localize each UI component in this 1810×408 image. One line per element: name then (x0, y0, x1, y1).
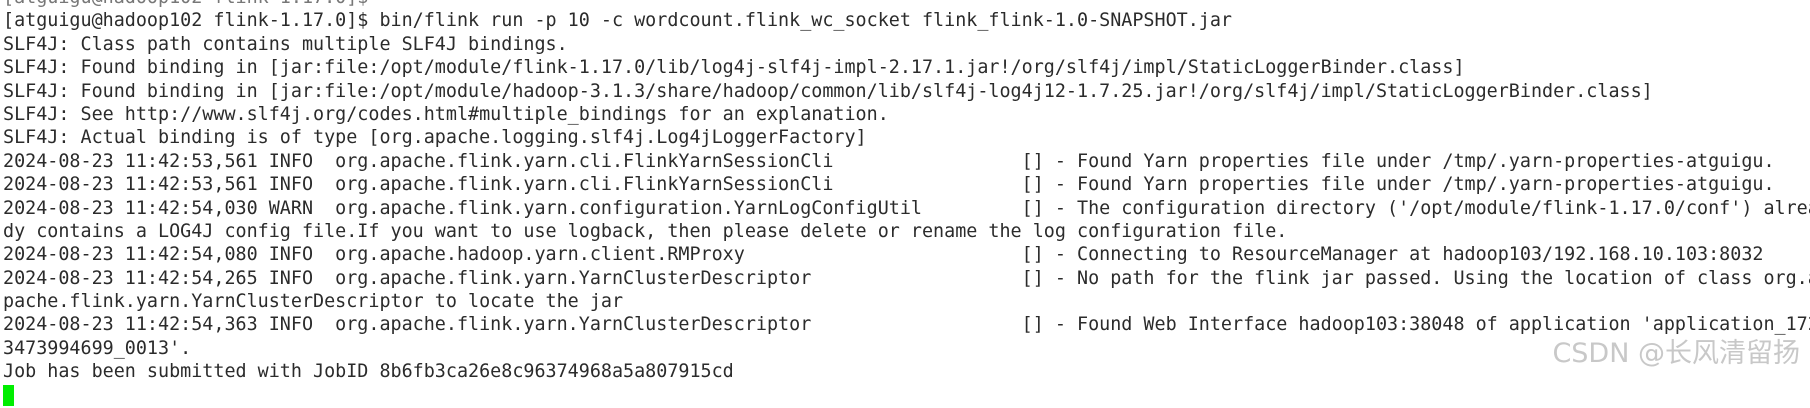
terminal-line: SLF4J: Found binding in [jar:file:/opt/m… (3, 57, 1465, 79)
terminal-line: SLF4J: Actual binding is of type [org.ap… (3, 127, 867, 149)
terminal-line-partial: [atguigu@hadoop102 flink-1.17.0]$ (3, 0, 1810, 9)
log-line: 2024-08-23 11:42:54,080 INFO org.apache.… (3, 244, 1764, 266)
log-line: 3473994699_0013'. (3, 337, 192, 359)
log-line: dy contains a LOG4J config file.If you w… (3, 220, 1288, 242)
terminal-output[interactable]: [atguigu@hadoop102 flink-1.17.0]$ [atgui… (3, 0, 1810, 407)
log-line: 2024-08-23 11:42:53,561 INFO org.apache.… (3, 150, 1775, 172)
command-prompt-line: [atguigu@hadoop102 flink-1.17.0]$ bin/fl… (3, 10, 1233, 32)
log-line: pache.flink.yarn.YarnClusterDescriptor t… (3, 291, 624, 313)
log-line: 2024-08-23 11:42:53,561 INFO org.apache.… (3, 174, 1775, 196)
watermark: CSDN @长风清留扬 (1552, 338, 1800, 369)
log-line: 2024-08-23 11:42:54,265 INFO org.apache.… (3, 267, 1810, 289)
job-submitted-line: Job has been submitted with JobID 8b6fb3… (3, 361, 734, 383)
terminal-cursor (3, 385, 14, 407)
log-line: 2024-08-23 11:42:54,030 WARN org.apache.… (3, 197, 1810, 219)
terminal-line: SLF4J: See http://www.slf4j.org/codes.ht… (3, 103, 889, 125)
terminal-line: SLF4J: Class path contains multiple SLF4… (3, 33, 568, 55)
log-line: 2024-08-23 11:42:54,363 INFO org.apache.… (3, 314, 1810, 336)
terminal-line: SLF4J: Found binding in [jar:file:/opt/m… (3, 80, 1653, 102)
